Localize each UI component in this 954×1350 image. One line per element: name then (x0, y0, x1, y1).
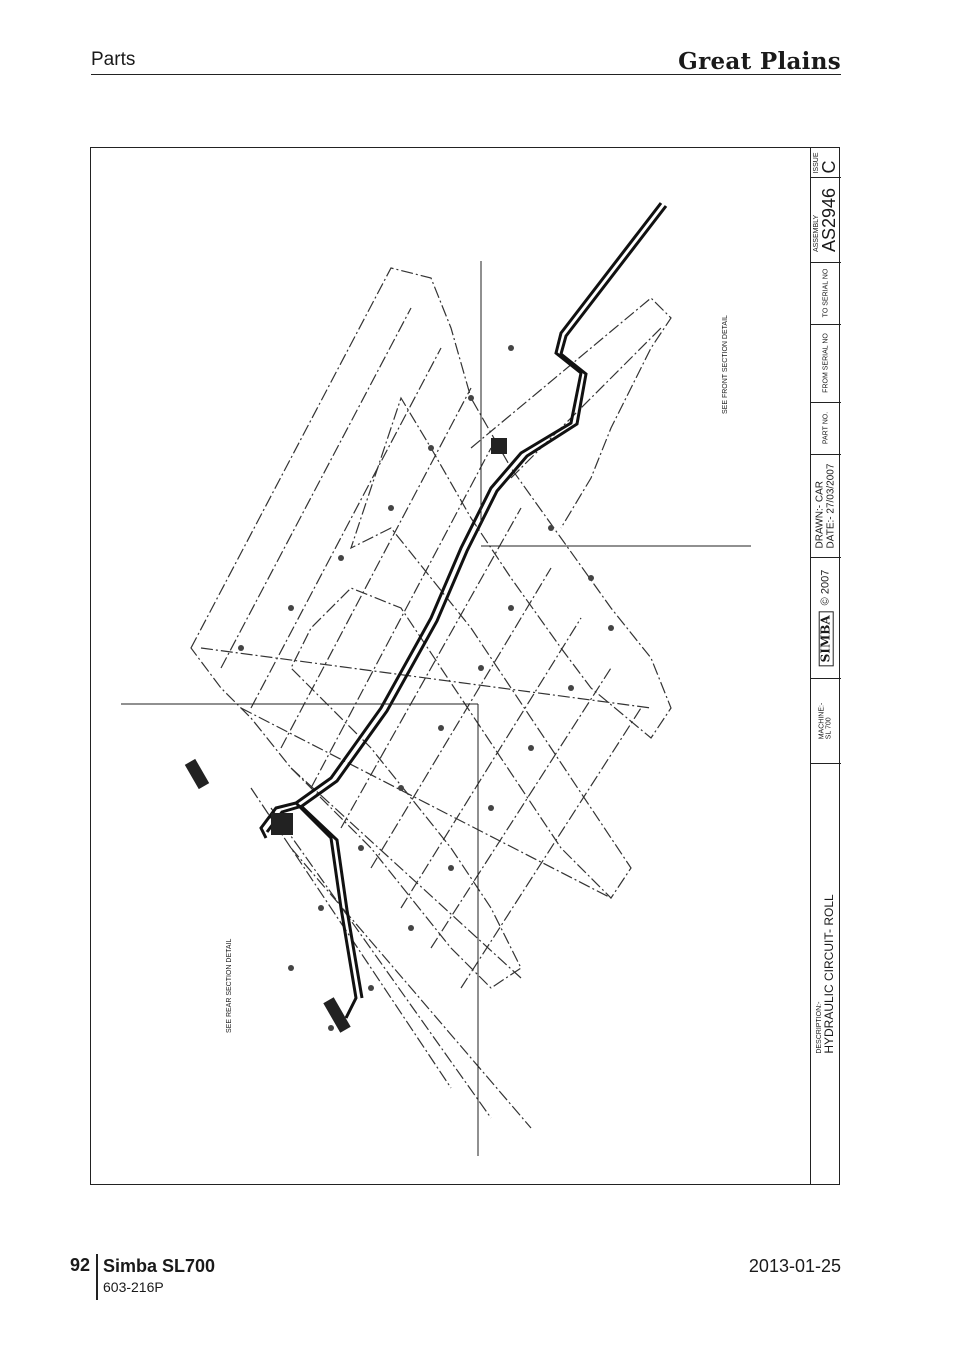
drawn-by: DRAWN:- CAR (814, 480, 826, 548)
footer-divider (96, 1254, 98, 1300)
brand-logo: Great Plains (678, 48, 841, 75)
footer-date: 2013-01-25 (748, 1256, 841, 1276)
tb-issue: ISSUE C (811, 148, 841, 178)
header-rule (91, 74, 841, 75)
tb-assembly: ASSEMBLY AS2946 (811, 177, 841, 263)
rear-section-note: SEE REAR SECTION DETAIL (226, 938, 233, 1033)
drawing-sheet: SEE FRONT SECTION DETAIL SEE REAR SECTIO… (90, 147, 841, 1185)
tb-machine: MACHINE:- SL 700 (811, 678, 841, 764)
tb-to-serial: TO SERIAL NO (811, 262, 841, 325)
machine-label: MACHINE:- (818, 702, 826, 739)
tb-part-no: PART NO. (811, 402, 841, 455)
tb-logo: SIMBA © 2007 (811, 557, 841, 679)
from-serial-label: FROM SERIAL NO (822, 333, 830, 393)
title-block: ISSUE C ASSEMBLY AS2946 TO SERIAL NO FRO… (810, 148, 841, 1184)
description-value: HYDRAULIC CIRCUIT- ROLL (822, 893, 837, 1054)
copyright: © 2007 (819, 569, 832, 605)
footer-part-number: 603-216P (103, 1279, 164, 1295)
assembly-value: AS2946 (819, 187, 840, 252)
simba-logo: SIMBA (818, 610, 834, 666)
machine-value: SL 700 (826, 716, 833, 739)
front-section-note: SEE FRONT SECTION DETAIL (722, 315, 729, 414)
drawn-date: DATE:- 27/03/2007 (825, 463, 836, 548)
part-no-label: PART NO. (822, 411, 830, 445)
tb-description: DESCRIPTION:- HYDRAULIC CIRCUIT- ROLL (811, 763, 841, 1184)
to-serial-label: TO SERIAL NO (822, 268, 830, 318)
hydraulic-circuit-drawing (121, 202, 751, 1156)
issue-value: C (819, 160, 840, 174)
page-header-section: Parts (91, 49, 136, 70)
tb-from-serial: FROM SERIAL NO (811, 324, 841, 403)
tb-drawn: DRAWN:- CAR DATE:- 27/03/2007 (811, 454, 841, 558)
footer-model: Simba SL700 (103, 1256, 216, 1276)
page-number: 92 (70, 1255, 91, 1275)
